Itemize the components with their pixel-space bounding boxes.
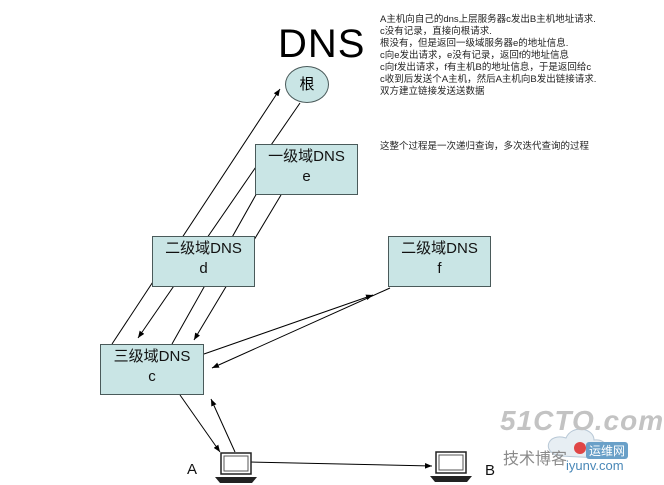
arrow-f-to-c — [211, 287, 391, 369]
diagram-lines — [111, 88, 608, 483]
note-line: c收到后发送个A主机，然后A主机向B发出链接请求. — [380, 74, 597, 85]
arrow-c-to-root — [111, 88, 281, 345]
watermark-badge: 运维网 — [586, 442, 629, 459]
level2-dns-d-node: 二级域DNS d — [152, 236, 255, 287]
host-b-label: B — [485, 462, 496, 479]
node-f-title: 二级域DNS — [401, 240, 478, 257]
root-dns-node: 根 — [285, 66, 329, 103]
note-line: c向e发出请求，e没有记录，返回f的地址信息 — [380, 50, 569, 61]
arrow-root-to-c — [137, 102, 301, 339]
note-line: c没有记录，直接向根请求. — [380, 26, 492, 37]
laptop-a-icon — [215, 452, 257, 483]
level3-dns-c-node: 三级域DNS c — [100, 344, 204, 395]
level1-dns-e-node: 一级域DNS e — [255, 144, 358, 195]
note-line: c向f发出请求，f有主机B的地址信息，于是返回给c — [380, 62, 592, 73]
watermark-text: 51CTO.com — [500, 405, 664, 436]
page-title: DNS — [278, 22, 366, 66]
level2-dns-f-node: 二级域DNS f — [388, 236, 491, 287]
laptop-b-icon — [430, 451, 472, 482]
arrow-c-to-a — [179, 394, 221, 453]
node-d-title: 二级域DNS — [165, 240, 242, 257]
node-c-title: 三级域DNS — [113, 348, 191, 365]
arrow-c-to-f — [203, 294, 374, 355]
node-f-letter: f — [437, 260, 442, 277]
process-notes: A主机向自己的dns上层服务器c发出B主机地址请求. c没有记录，直接向根请求.… — [380, 14, 642, 98]
note-line: A主机向自己的dns上层服务器c发出B主机地址请求. — [380, 14, 596, 25]
watermark-url: iyunv.com — [566, 458, 624, 473]
node-d-letter: d — [199, 260, 208, 277]
node-c-letter: c — [148, 368, 156, 385]
arrow-a-to-c — [210, 398, 236, 453]
node-e-title: 一级域DNS — [268, 148, 345, 165]
arrow-a-to-b — [249, 461, 433, 469]
summary-note: 这整个过程是一次递归查询，多次迭代查询的过程 — [380, 141, 590, 152]
host-a-label: A — [187, 461, 198, 478]
note-line: 双方建立链接发送送数据 — [380, 86, 485, 97]
node-e-letter: e — [302, 168, 311, 185]
note-line: 根没有，但是返回一级域服务器e的地址信息. — [380, 38, 569, 49]
root-dns-label: 根 — [299, 76, 315, 93]
watermark-subtext: 技术博客 — [503, 451, 568, 468]
